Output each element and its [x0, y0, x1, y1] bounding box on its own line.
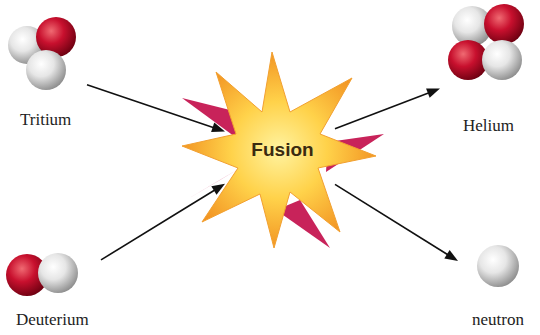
reaction-arrow	[101, 184, 225, 260]
particle-label: Deuterium	[16, 311, 89, 330]
atom-picture	[3, 248, 101, 304]
particle-label: Tritium	[20, 111, 71, 130]
proton-ball	[484, 4, 524, 44]
neutron-ball	[477, 245, 519, 287]
neutron-ball	[482, 40, 522, 80]
atom-node: Tritium	[5, 10, 87, 132]
fusion-star: Fusion	[180, 50, 385, 250]
arrow-shaft	[335, 92, 430, 128]
neutron-ball	[38, 253, 78, 293]
particle-label: Helium	[463, 117, 514, 136]
arrow-head	[444, 250, 458, 261]
reaction-arrow	[335, 88, 440, 128]
arrow-shaft	[101, 190, 216, 260]
particle-label: neutron	[472, 311, 524, 330]
atom-picture	[440, 2, 536, 98]
core-label: Fusion	[251, 139, 313, 161]
atom-node: Helium	[440, 2, 536, 138]
neutron-ball	[26, 50, 66, 90]
atom-picture	[5, 10, 87, 92]
reaction-arrow	[335, 184, 458, 261]
atom-picture	[458, 240, 538, 296]
arrow-head	[426, 88, 440, 97]
arrow-shaft	[335, 184, 449, 255]
atom-node: Deuterium	[3, 248, 101, 332]
star-body	[182, 52, 376, 248]
atom-node: neutron	[458, 240, 538, 332]
